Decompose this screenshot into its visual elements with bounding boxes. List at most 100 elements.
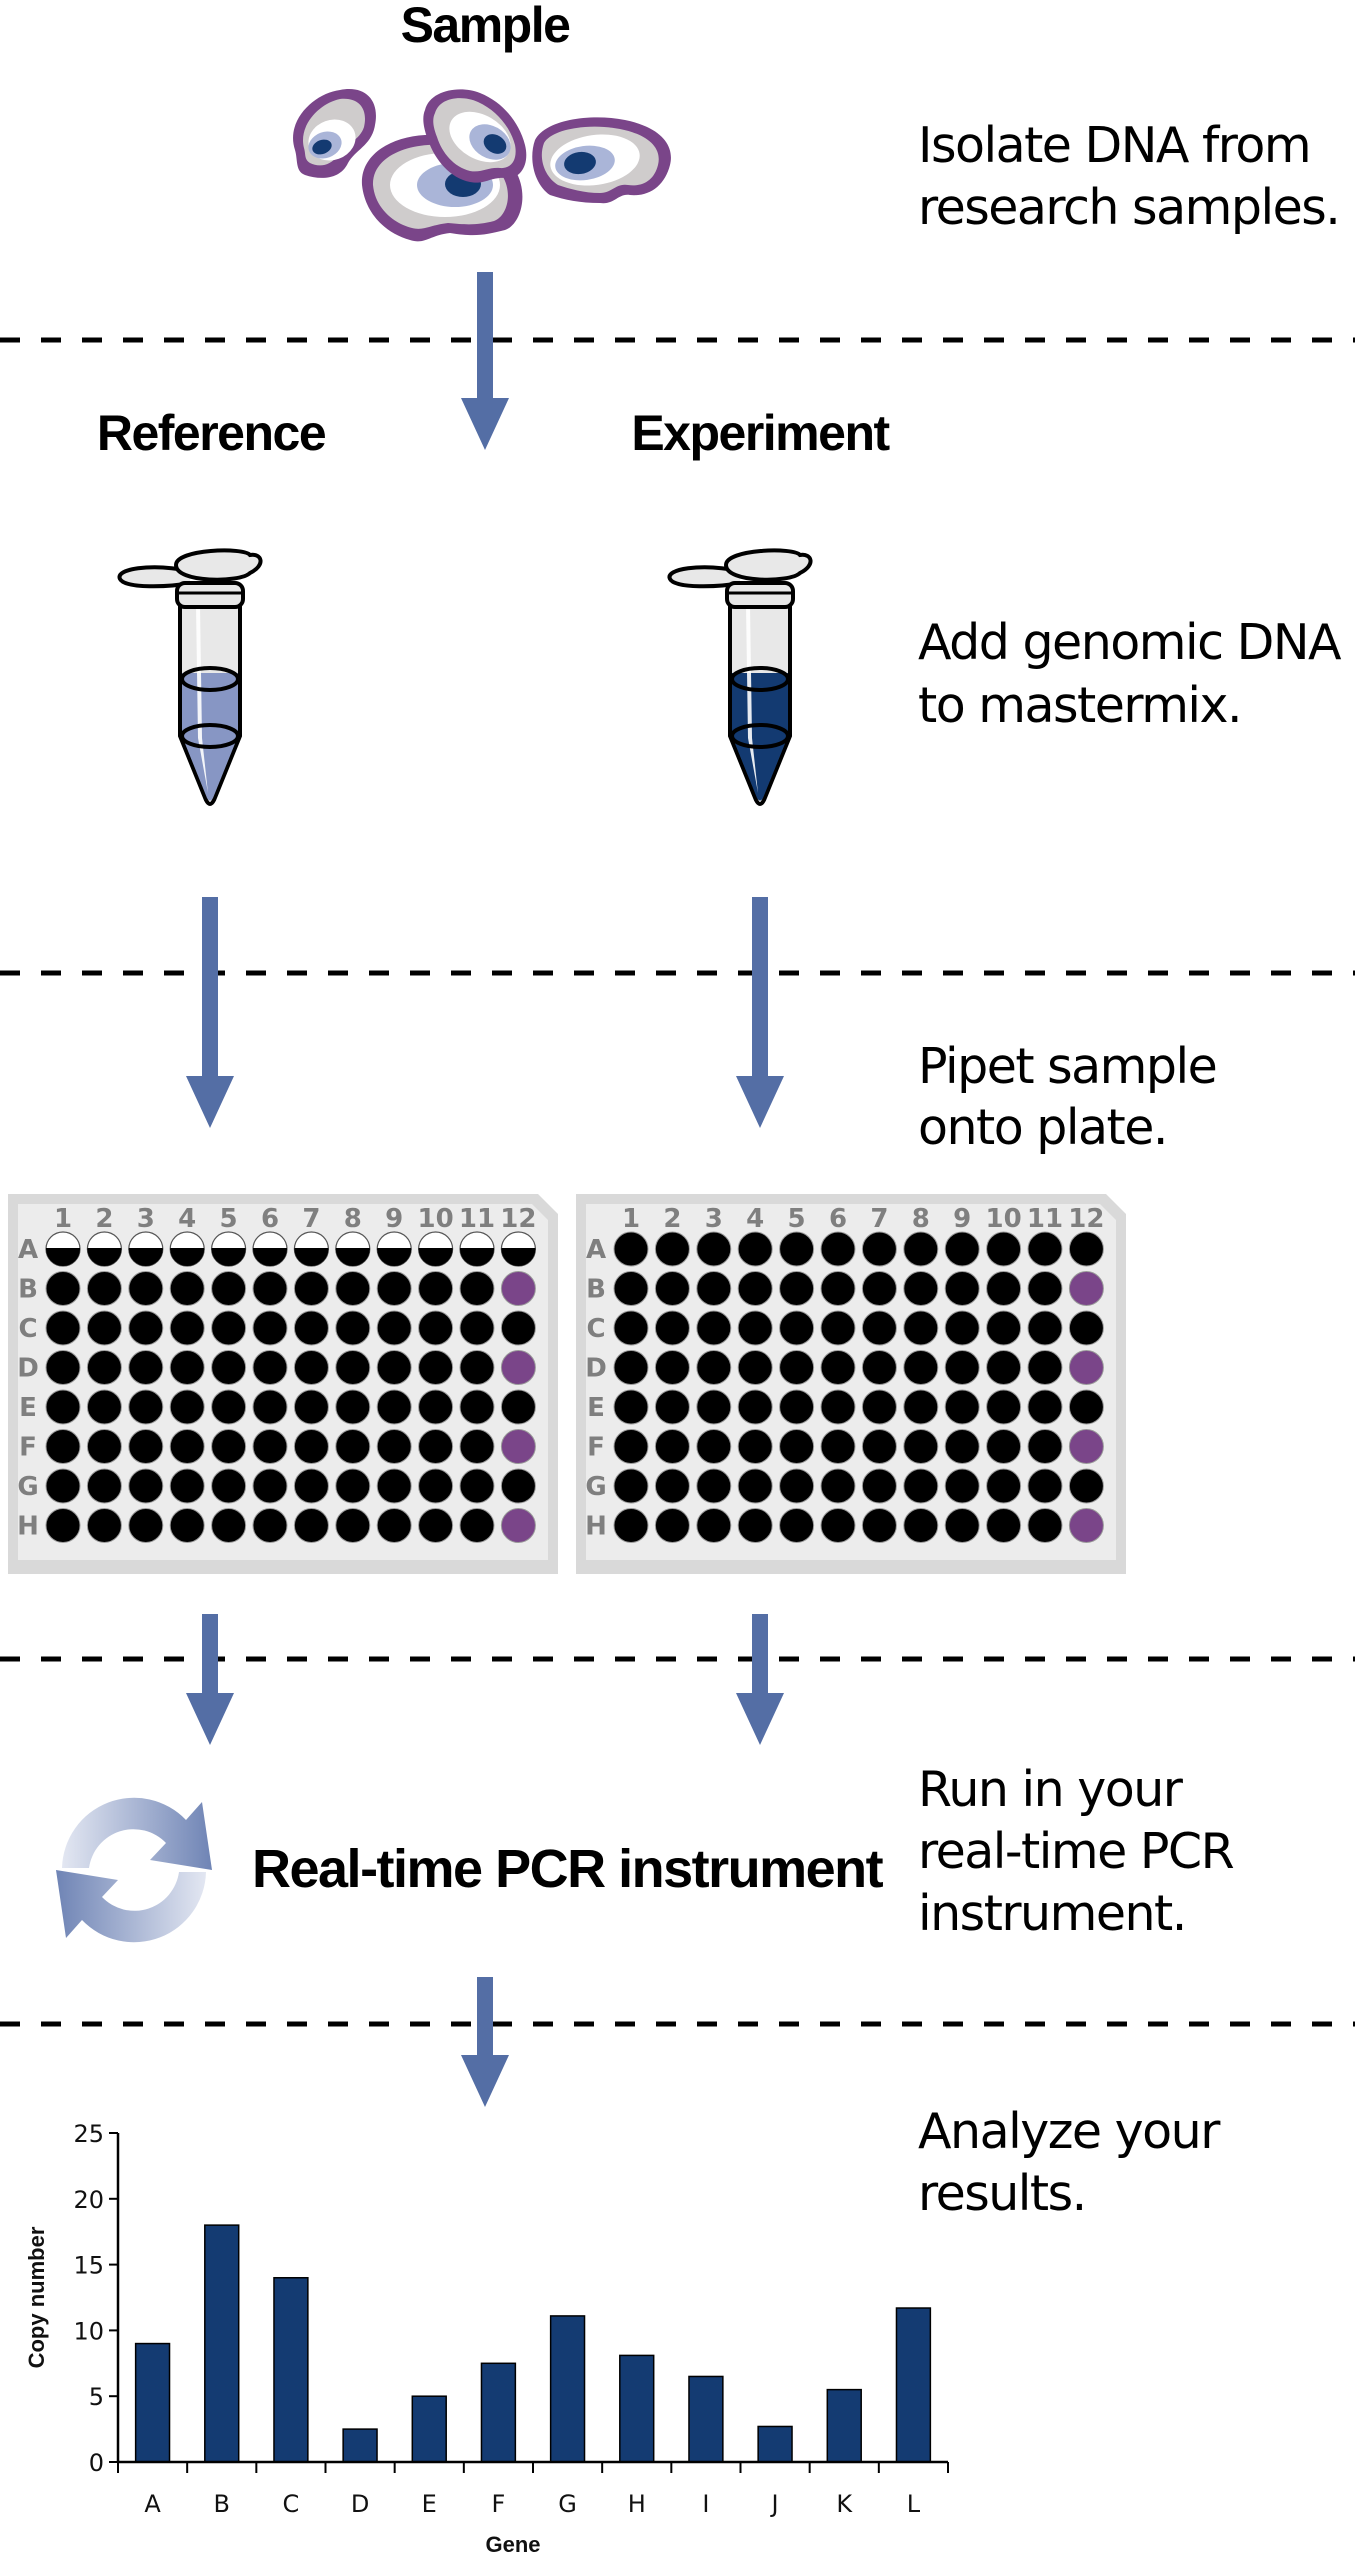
plate-well bbox=[459, 1389, 495, 1425]
plate-column-label: 12 bbox=[1068, 1204, 1104, 1234]
plate-well bbox=[86, 1429, 122, 1464]
step-text-line: research samples. bbox=[918, 179, 1339, 236]
down-arrow-icon bbox=[736, 1614, 784, 1745]
plate-well bbox=[169, 1429, 205, 1464]
plate-row-label: B bbox=[586, 1275, 606, 1305]
plate-well bbox=[459, 1429, 495, 1464]
plate-well bbox=[418, 1468, 454, 1504]
plate-row-label: F bbox=[587, 1433, 605, 1463]
x-tick-label: I bbox=[702, 2490, 709, 2518]
step-isolate: Isolate DNA from research samples. bbox=[918, 117, 1341, 236]
step-text-line: results. bbox=[918, 2165, 1086, 2222]
plate-well bbox=[418, 1271, 454, 1306]
plate-well bbox=[1027, 1429, 1063, 1464]
plate-well bbox=[986, 1508, 1022, 1543]
plate-well bbox=[861, 1310, 897, 1346]
plate-well bbox=[986, 1389, 1022, 1425]
plate-row-label: C bbox=[586, 1314, 605, 1344]
plate-well bbox=[779, 1508, 815, 1543]
cell bbox=[293, 89, 376, 178]
bar bbox=[204, 2224, 240, 2463]
plate-column-label: 8 bbox=[344, 1204, 362, 1234]
plate-well bbox=[459, 1350, 495, 1385]
plate-well bbox=[613, 1350, 649, 1385]
bar bbox=[273, 2277, 309, 2463]
plate-row-label: H bbox=[585, 1512, 607, 1542]
plate-well bbox=[944, 1271, 980, 1306]
plate-well bbox=[654, 1310, 690, 1346]
y-tick-label: 5 bbox=[89, 2383, 104, 2411]
bar bbox=[480, 2362, 517, 2463]
plate-well bbox=[613, 1429, 649, 1464]
plate-well bbox=[986, 1231, 1022, 1267]
plate-well bbox=[903, 1508, 939, 1543]
plate-well bbox=[696, 1429, 732, 1464]
plate-column-label: 7 bbox=[870, 1204, 888, 1234]
flow-arrows bbox=[186, 272, 784, 2107]
step-text-line: Run in your bbox=[918, 1761, 1184, 1818]
plate-well bbox=[820, 1271, 856, 1306]
plate-well bbox=[335, 1271, 371, 1306]
plate-column-label: 12 bbox=[500, 1204, 536, 1234]
plate-row-label: B bbox=[18, 1275, 38, 1305]
plate-well bbox=[654, 1231, 690, 1267]
plate-well bbox=[418, 1508, 454, 1543]
plate-column-label: 10 bbox=[986, 1204, 1022, 1234]
step-text-line: real-time PCR bbox=[918, 1823, 1234, 1880]
plate-well bbox=[1068, 1231, 1104, 1267]
step-text-line: instrument. bbox=[918, 1885, 1186, 1942]
plate-well-highlighted bbox=[1068, 1508, 1104, 1543]
plate-well bbox=[613, 1389, 649, 1425]
plate-well bbox=[500, 1389, 536, 1425]
plate-well bbox=[903, 1389, 939, 1425]
plate-well bbox=[737, 1310, 773, 1346]
y-tick-label: 10 bbox=[73, 2317, 104, 2345]
x-tick-label: F bbox=[492, 2490, 506, 2518]
step-text-line: onto plate. bbox=[918, 1099, 1167, 1156]
bar bbox=[895, 2307, 932, 2463]
bar bbox=[134, 2342, 171, 2463]
step-text-line: Pipet sample bbox=[918, 1038, 1216, 1095]
x-tick-label: B bbox=[214, 2490, 230, 2518]
plate-well bbox=[128, 1271, 164, 1306]
plate-well bbox=[903, 1468, 939, 1504]
plate-well bbox=[128, 1310, 164, 1346]
plate-well bbox=[613, 1271, 649, 1306]
plate-well bbox=[86, 1468, 122, 1504]
plate-row-label: G bbox=[17, 1472, 38, 1502]
plate-well bbox=[376, 1350, 412, 1385]
bar bbox=[757, 2425, 793, 2463]
plate-well bbox=[903, 1429, 939, 1464]
plate-well bbox=[45, 1271, 81, 1306]
plate-well bbox=[944, 1389, 980, 1425]
plate-well bbox=[654, 1468, 690, 1504]
plate-well bbox=[1027, 1350, 1063, 1385]
plate-well bbox=[986, 1468, 1022, 1504]
experiment-tube-icon bbox=[667, 548, 813, 806]
plate-row-label: E bbox=[19, 1393, 37, 1423]
plate-well bbox=[903, 1231, 939, 1267]
plate-well bbox=[696, 1350, 732, 1385]
plate-well bbox=[1068, 1468, 1104, 1504]
plate-well bbox=[128, 1389, 164, 1425]
plate-well bbox=[820, 1389, 856, 1425]
plate-well bbox=[1027, 1231, 1063, 1267]
plate-well bbox=[45, 1350, 81, 1385]
plate-well bbox=[211, 1389, 247, 1425]
plate-well bbox=[861, 1389, 897, 1425]
plate-well bbox=[861, 1271, 897, 1306]
plate-row-label: C bbox=[18, 1314, 37, 1344]
plate-well bbox=[861, 1350, 897, 1385]
x-tick-label: E bbox=[422, 2490, 437, 2518]
plate-well bbox=[861, 1429, 897, 1464]
plate-row-label: G bbox=[585, 1472, 606, 1502]
plate-well bbox=[335, 1310, 371, 1346]
plate-well bbox=[737, 1508, 773, 1543]
plate-well bbox=[1068, 1389, 1104, 1425]
plate-well bbox=[335, 1350, 371, 1385]
plate-well bbox=[737, 1429, 773, 1464]
experiment-heading: Experiment bbox=[631, 405, 890, 461]
plate-well bbox=[252, 1389, 288, 1425]
plate-well bbox=[293, 1468, 329, 1504]
